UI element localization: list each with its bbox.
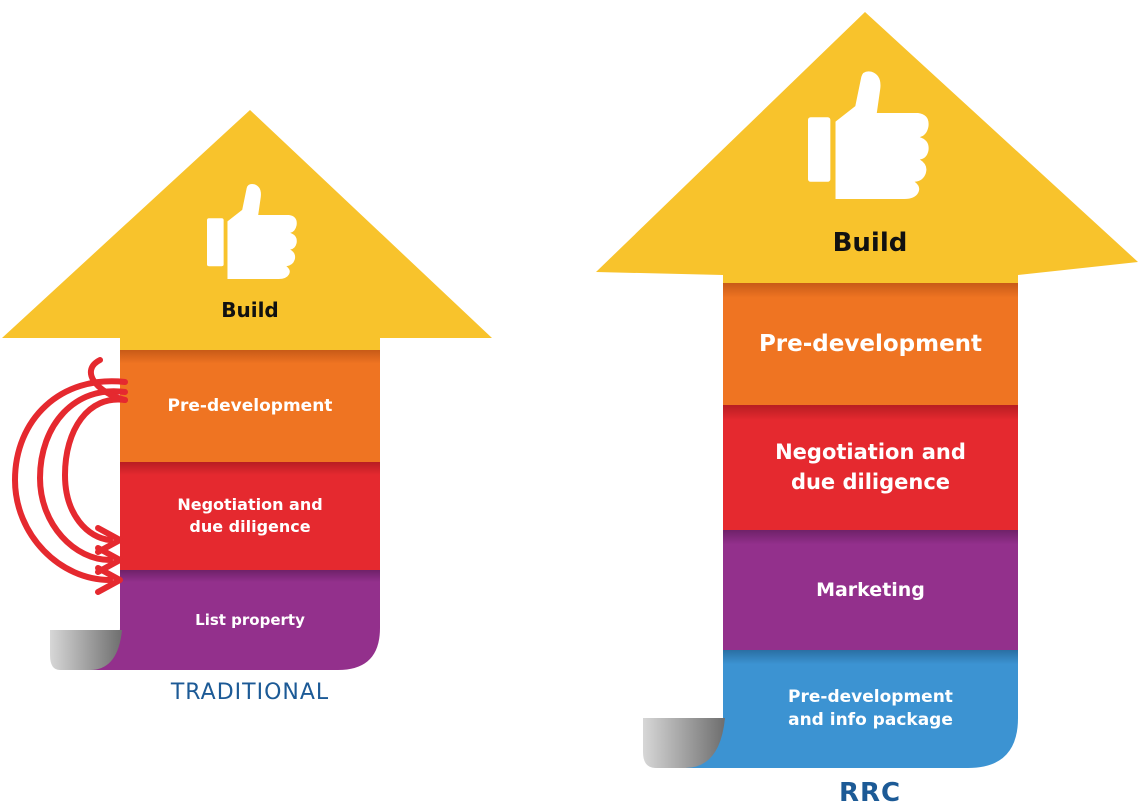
thumbs-up-icon xyxy=(808,71,929,199)
rrc-pre-development-label: Pre-development xyxy=(723,283,1018,405)
traditional-band-negotiation xyxy=(120,462,380,570)
rrc-pre-development-text: Pre-development xyxy=(758,331,983,357)
traditional-band-list-property xyxy=(90,570,380,670)
rrc-marketing-text: Marketing xyxy=(816,579,925,601)
traditional-pre-development-text: Pre-development xyxy=(167,396,333,416)
rrc-caption: RRC xyxy=(838,778,902,808)
rrc-marketing-label: Marketing xyxy=(723,530,1018,650)
traditional-arrow xyxy=(2,110,492,670)
traditional-build-label: Build xyxy=(221,298,279,322)
traditional-negotiation-label: Negotiation and due diligence xyxy=(120,462,380,570)
traditional-negotiation-text: Negotiation and due diligence xyxy=(177,494,323,536)
rrc-band-negotiation xyxy=(723,405,1018,530)
traditional-list-property-text: List property xyxy=(195,611,305,629)
traditional-caption: TRADITIONAL xyxy=(170,680,330,705)
rrc-build-label: Build xyxy=(832,228,908,258)
rrc-negotiation-label: Negotiation and due diligence xyxy=(723,405,1018,530)
rrc-band-info-package xyxy=(685,650,1018,768)
traditional-loop-arrows xyxy=(12,357,128,595)
rrc-info-package-label: Pre-development and info package xyxy=(723,650,1018,768)
rrc-negotiation-text: Negotiation and due diligence xyxy=(775,440,966,494)
rrc-arrow xyxy=(596,12,1138,768)
thumbs-up-icon xyxy=(207,184,297,279)
traditional-curl xyxy=(50,630,122,670)
rrc-band-marketing xyxy=(723,530,1018,650)
rrc-band-pre-development xyxy=(723,283,1018,405)
traditional-pre-development-label: Pre-development xyxy=(120,350,380,462)
traditional-band-pre-development xyxy=(120,350,380,462)
rrc-info-package-text: Pre-development and info package xyxy=(788,687,953,730)
rrc-curl xyxy=(643,718,725,768)
traditional-list-property-label: List property xyxy=(120,570,380,670)
